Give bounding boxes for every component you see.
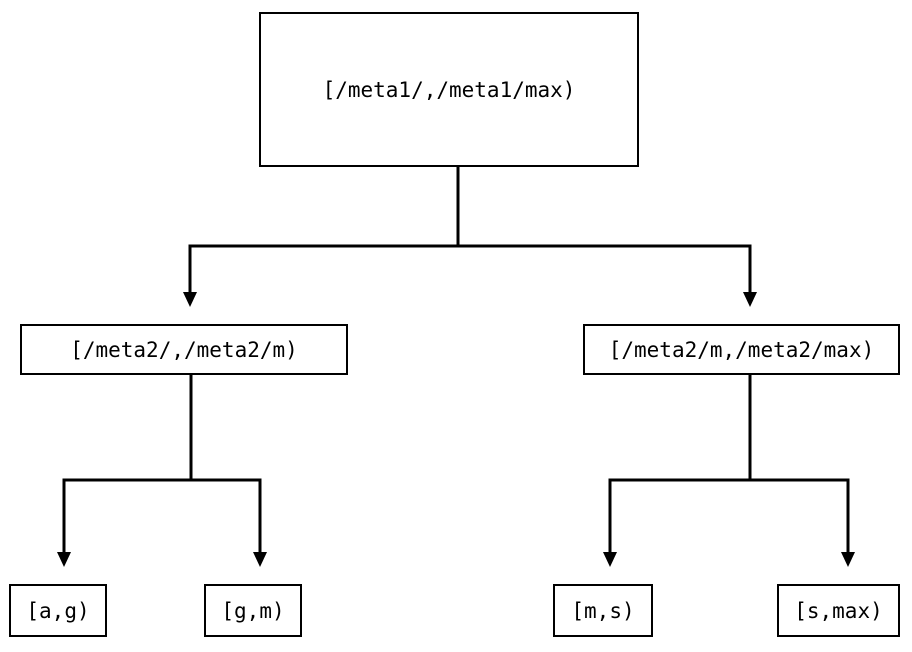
edge-root-left-path	[188, 167, 460, 292]
edge-left-gm	[189, 375, 267, 567]
tree-leaf-smax-label: [s,max)	[794, 598, 883, 623]
edge-root-right	[456, 167, 757, 307]
tree-node-root[interactable]: [/meta1/,/meta1/max)	[259, 12, 639, 167]
tree-node-root-label: [/meta1/,/meta1/max)	[322, 77, 576, 102]
edge-left-ag	[57, 375, 193, 567]
tree-node-left-label: [/meta2/,/meta2/m)	[70, 337, 298, 362]
tree-node-right-label: [/meta2/m,/meta2/max)	[608, 337, 875, 362]
tree-leaf-gm-label: [g,m)	[221, 598, 285, 623]
edge-right-ms	[603, 375, 752, 567]
tree-leaf-smax[interactable]: [s,max)	[777, 584, 900, 637]
edge-root-right-arrowhead	[743, 292, 757, 307]
tree-leaf-ms-label: [m,s)	[571, 598, 635, 623]
edge-left-gm-path	[189, 375, 262, 552]
edge-root-left-arrowhead	[183, 292, 197, 307]
tree-node-left[interactable]: [/meta2/,/meta2/m)	[20, 324, 348, 375]
tree-leaf-gm[interactable]: [g,m)	[204, 584, 302, 637]
edge-root-right-path	[456, 167, 752, 292]
edge-left-ag-arrowhead	[57, 552, 71, 567]
edge-left-ag-path	[62, 375, 193, 552]
edge-right-ms-arrowhead	[603, 552, 617, 567]
edge-right-smax-path	[748, 375, 850, 552]
edge-right-smax	[748, 375, 855, 567]
tree-leaf-ms[interactable]: [m,s)	[553, 584, 653, 637]
edge-right-ms-path	[608, 375, 752, 552]
edge-right-smax-arrowhead	[841, 552, 855, 567]
tree-leaf-ag-label: [a,g)	[26, 598, 90, 623]
tree-leaf-ag[interactable]: [a,g)	[9, 584, 107, 637]
tree-node-right[interactable]: [/meta2/m,/meta2/max)	[583, 324, 900, 375]
edge-left-gm-arrowhead	[253, 552, 267, 567]
edge-root-left	[183, 167, 460, 307]
